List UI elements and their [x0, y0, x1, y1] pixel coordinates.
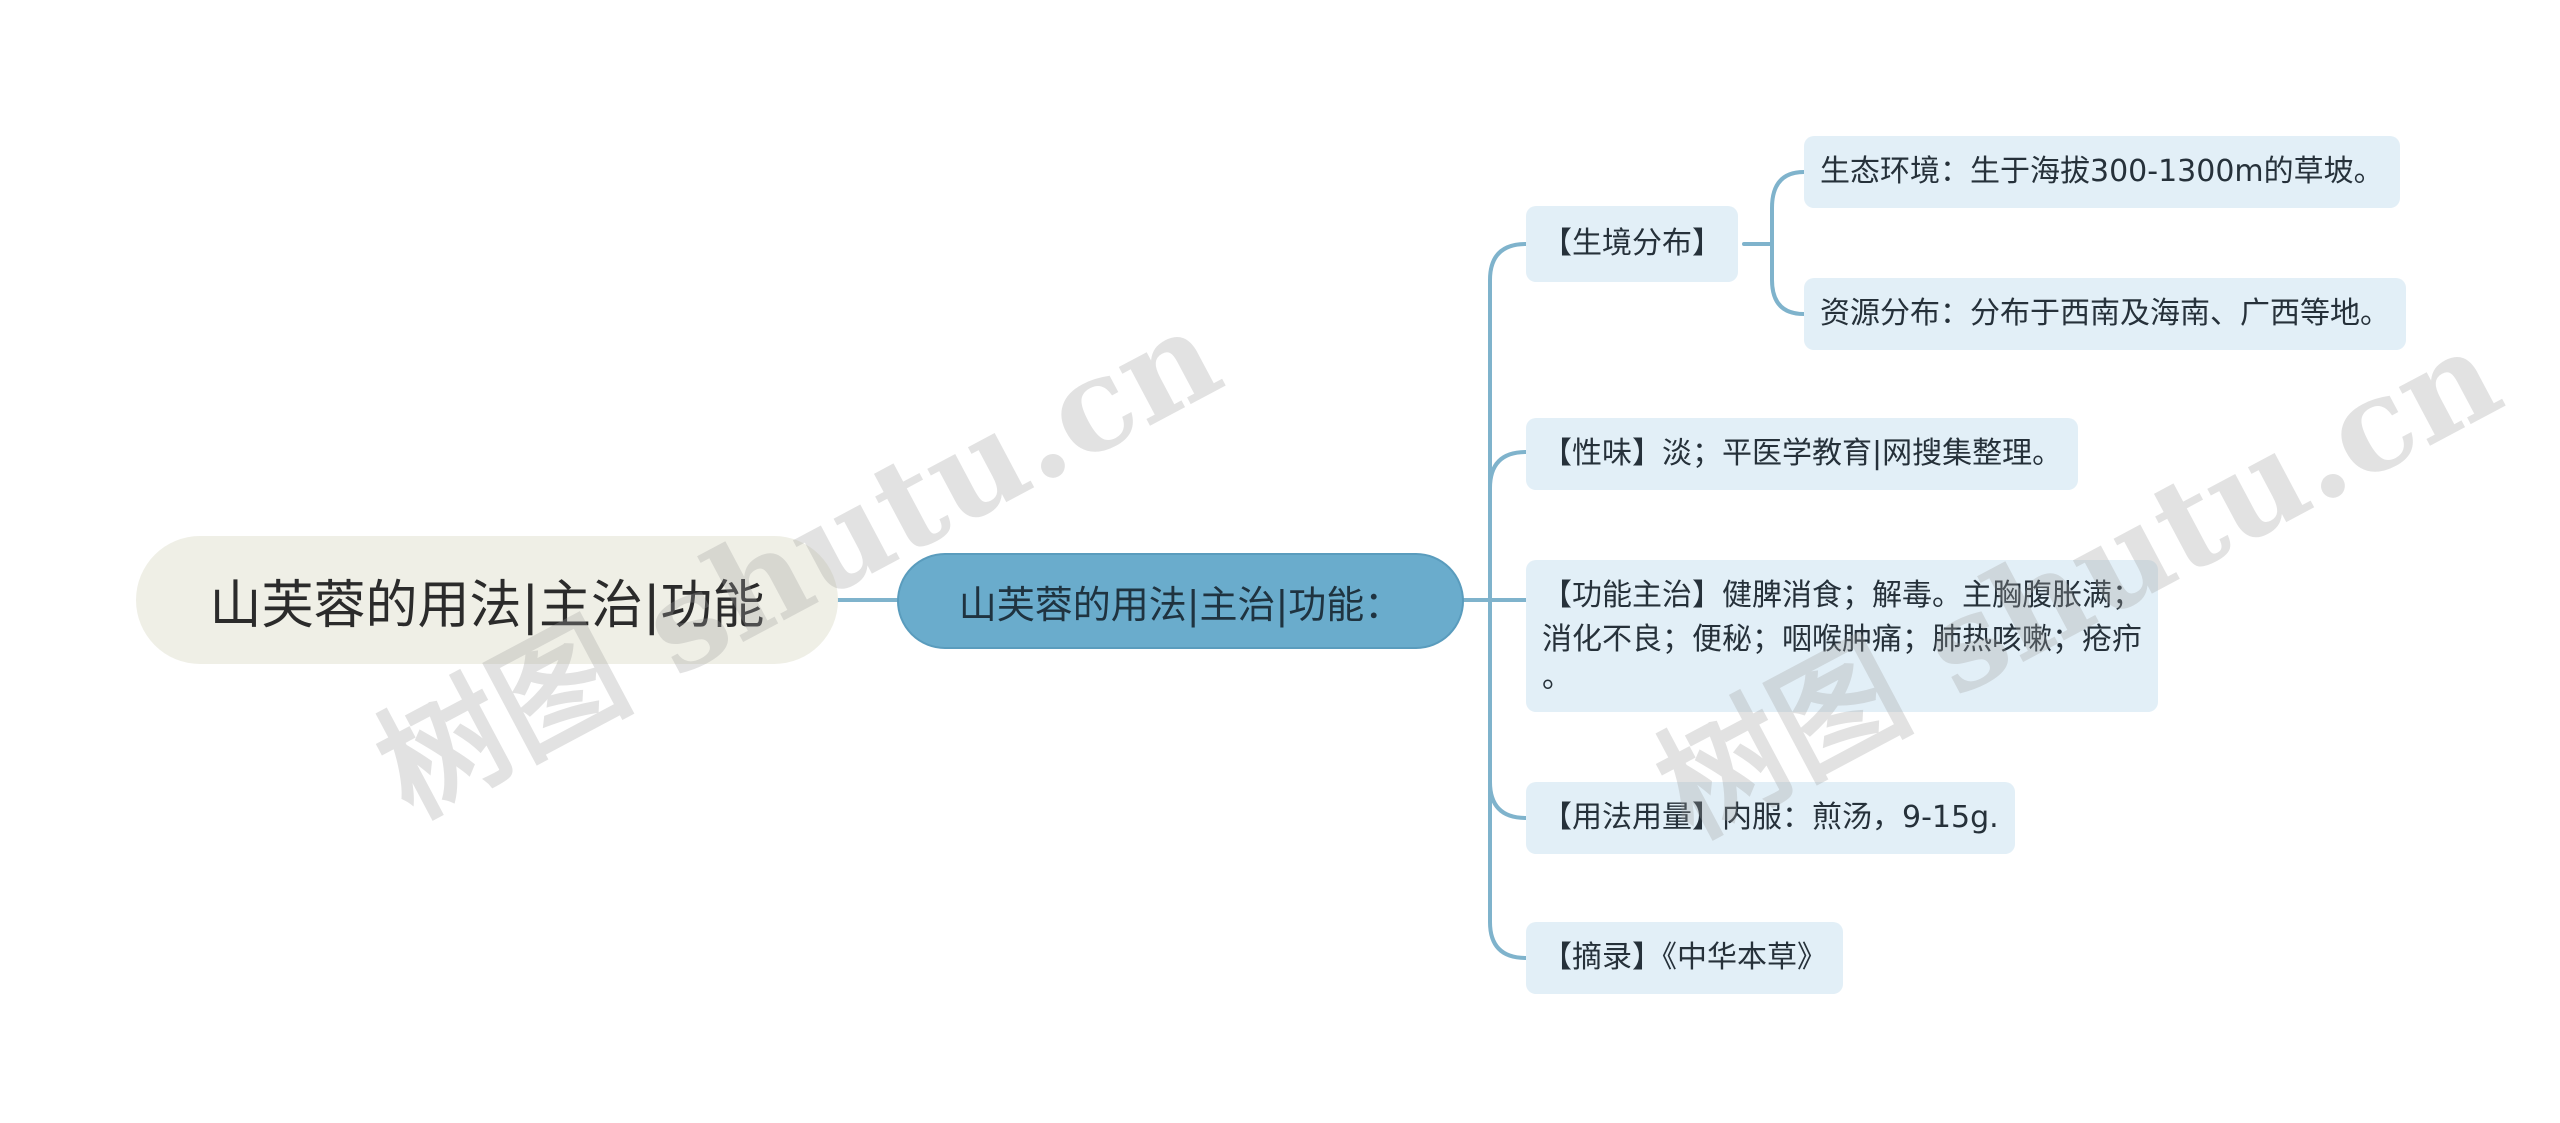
branch-habitat[interactable]: 【生境分布】 [1526, 206, 1738, 282]
sub-branch-resource-label: 资源分布：分布于西南及海南、广西等地。 [1820, 296, 2390, 331]
link-branch-taste [1488, 450, 1528, 502]
branch-usage[interactable]: 【用法用量】内服：煎汤，9-15g. [1526, 782, 2015, 854]
link-branch-usage [1488, 598, 1528, 820]
link-branch-excerpt [1488, 598, 1528, 960]
sub-branch-resource[interactable]: 资源分布：分布于西南及海南、广西等地。 [1804, 278, 2406, 350]
root-topic-label: 山芙蓉的用法|主治|功能 [209, 575, 765, 636]
root-topic[interactable]: 山芙蓉的用法|主治|功能 [136, 536, 838, 664]
sub-branch-ecology-label: 生态环境：生于海拔300-1300m的草坡。 [1820, 154, 2384, 189]
branch-function-line-2: 消化不良；便秘；咽喉肿痛；肺热咳嗽；疮疖 [1542, 622, 2142, 657]
link-branch-habitat [1488, 242, 1528, 602]
central-topic-label: 山芙蓉的用法|主治|功能： [958, 582, 1403, 627]
branch-function-line-1: 【功能主治】健脾消食；解毒。主胸腹胀满； [1542, 578, 2142, 613]
branch-taste[interactable]: 【性味】淡；平医学教育|网搜集整理。 [1526, 418, 2079, 490]
link-sub-ecology [1770, 170, 1806, 246]
branch-taste-label: 【性味】淡；平医学教育|网搜集整理。 [1542, 436, 2063, 471]
branch-function[interactable]: 【功能主治】健脾消食；解毒。主胸腹胀满； 消化不良；便秘；咽喉肿痛；肺热咳嗽；疮… [1526, 560, 2158, 712]
branch-excerpt-label: 【摘录】《中华本草》 [1542, 940, 1827, 975]
central-topic[interactable]: 山芙蓉的用法|主治|功能： [897, 553, 1464, 649]
link-sub-resource [1770, 242, 1806, 316]
sub-branch-ecology[interactable]: 生态环境：生于海拔300-1300m的草坡。 [1804, 136, 2400, 208]
branch-usage-label: 【用法用量】内服：煎汤，9-15g. [1542, 800, 1999, 835]
branch-function-line-3: 。 [1542, 660, 1572, 695]
branch-habitat-label: 【生境分布】 [1542, 226, 1722, 261]
branch-excerpt[interactable]: 【摘录】《中华本草》 [1526, 922, 1843, 994]
